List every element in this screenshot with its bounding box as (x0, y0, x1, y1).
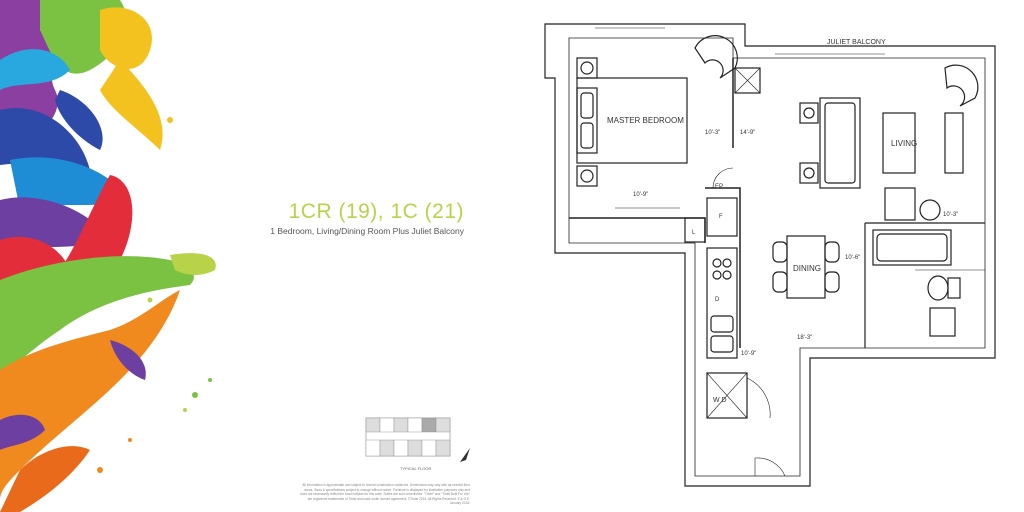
unit-title: 1CR (19), 1C (21) (288, 200, 464, 223)
key-plan-caption: TYPICAL FLOOR (400, 466, 432, 471)
living-label: LIVING (891, 139, 917, 148)
washer-dryer-label: W D (713, 397, 727, 404)
floor-plan: MASTER BEDROOM LIVING DINING JULIET BALC… (544, 23, 996, 487)
key-plan: TYPICAL FLOOR (365, 417, 470, 471)
living-width-dim: 10'-3" (943, 212, 958, 218)
overall-length-dim: 18'-3" (797, 335, 812, 341)
bedroom-length-dim: 14'-9" (740, 130, 755, 136)
bedroom-width-dim: 10'-3" (705, 130, 720, 136)
linen-label: L (692, 230, 696, 236)
fridge-label: F (719, 214, 723, 220)
unit-subtitle: 1 Bedroom, Living/Dining Room Plus Julie… (270, 226, 464, 236)
dishwasher-label: D (715, 297, 720, 303)
master-bedroom-label: MASTER BEDROOM (607, 116, 684, 125)
juliet-balcony-label: JULIET BALCONY (827, 39, 886, 46)
north-arrow-icon (460, 448, 470, 462)
bedroom-closet-dim: 10'-9" (633, 192, 648, 198)
legal-disclaimer: All information is approximate and subje… (300, 483, 470, 505)
electrical-panel-label: EP (715, 184, 723, 190)
kitchen-width-dim: 10'-9" (741, 351, 756, 357)
paint-splash-artwork (0, 0, 216, 512)
dining-width-dim: 10'-6" (845, 255, 860, 261)
dining-label: DINING (793, 264, 821, 273)
